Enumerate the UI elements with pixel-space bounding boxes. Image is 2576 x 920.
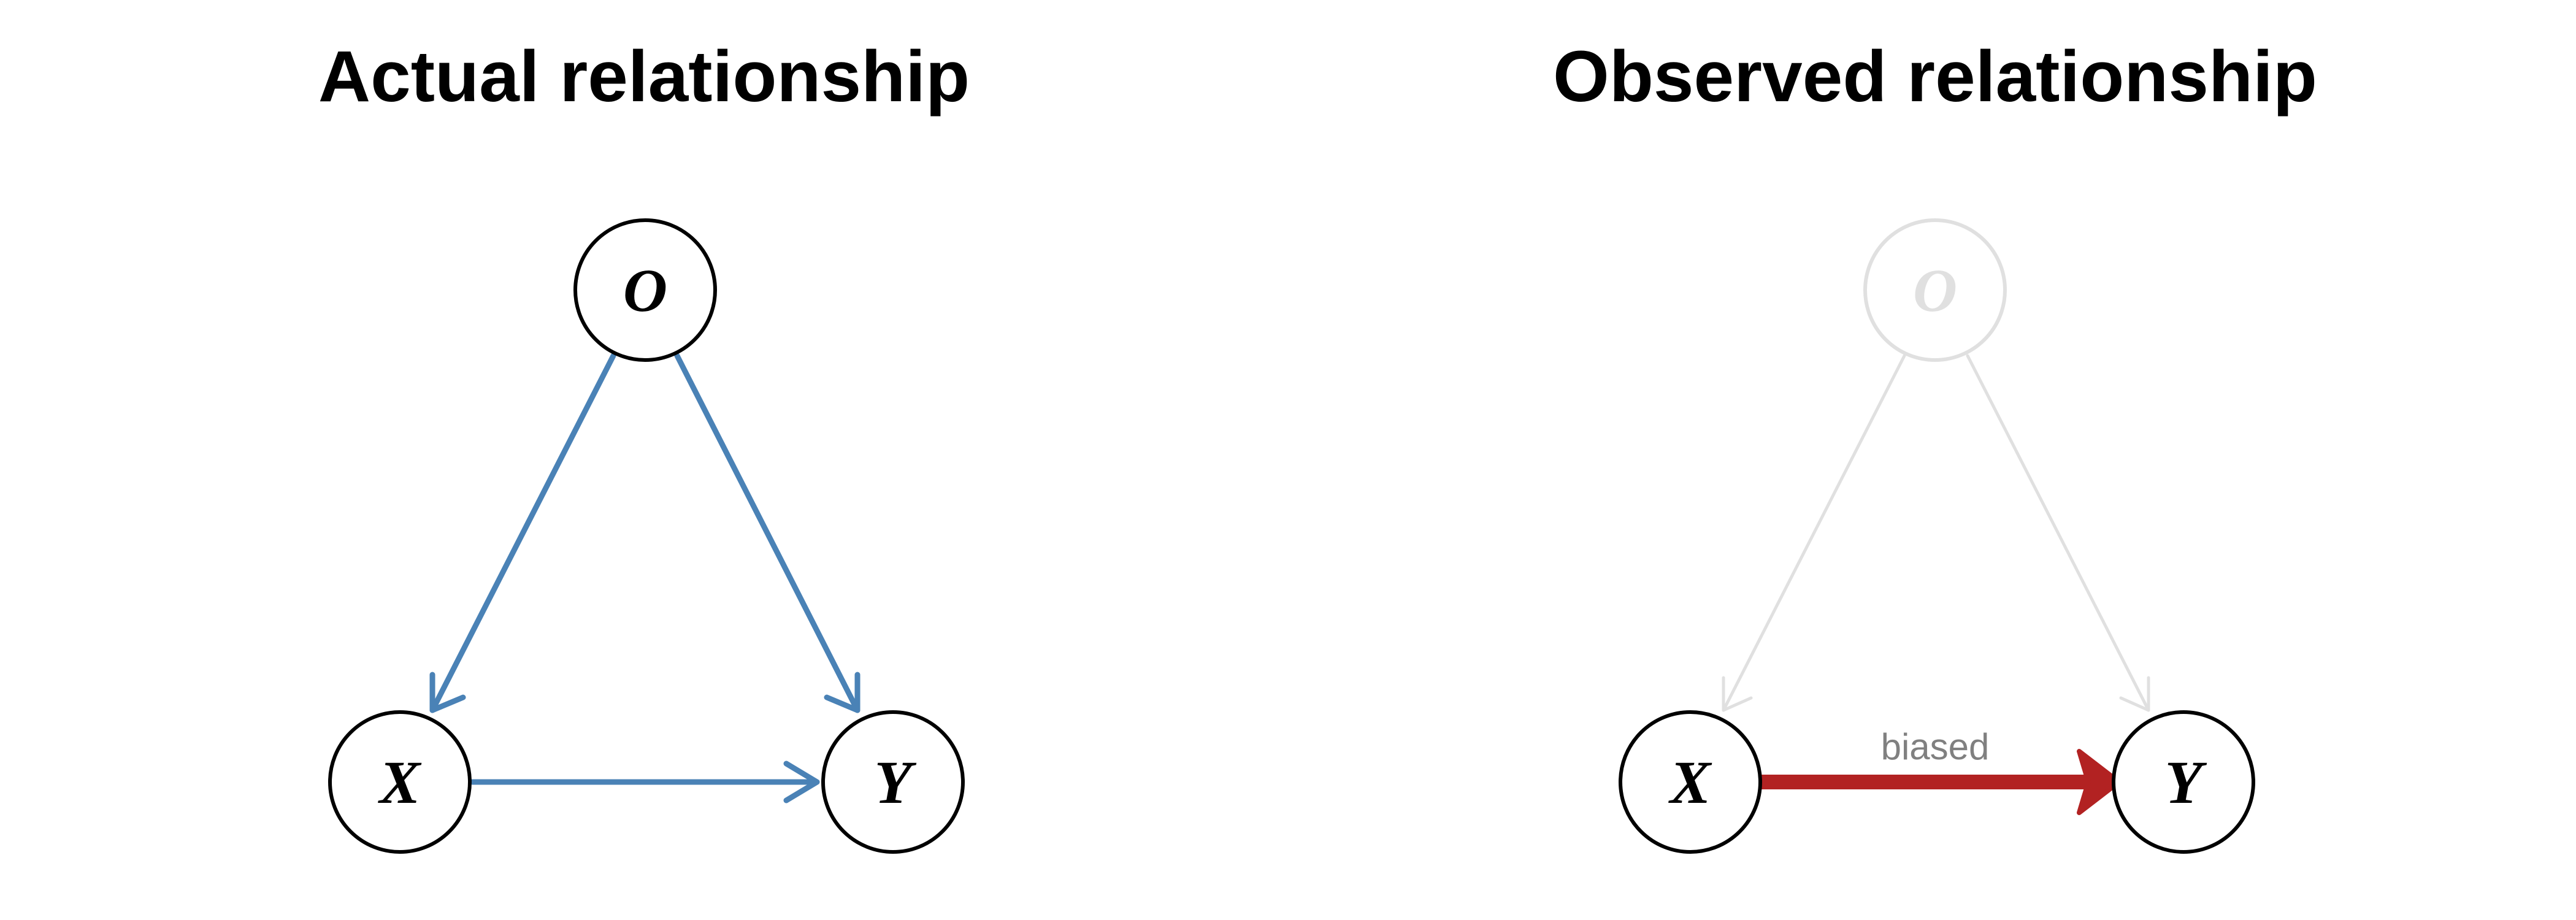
- node-y-observed: Y: [2112, 710, 2255, 854]
- panel-observed: Observed relationship biased O X Y: [1553, 36, 2317, 854]
- edge-x-to-y-biased: [1760, 749, 2122, 815]
- edge-o-to-x-faded: [1722, 354, 1906, 712]
- edge-x-to-y: [469, 761, 820, 803]
- node-x: X: [328, 710, 472, 854]
- node-y: Y: [821, 710, 965, 854]
- node-o-faded-label: O: [1913, 256, 1957, 324]
- node-y-label: Y: [874, 748, 916, 816]
- node-o: O: [573, 218, 717, 362]
- edge-label-biased: biased: [1881, 726, 1990, 767]
- panel-title-actual: Actual relationship: [318, 36, 970, 117]
- node-o-faded: O: [1863, 218, 2007, 362]
- node-x-observed-label: X: [1668, 748, 1712, 816]
- panel-actual: Actual relationship O X Y: [318, 36, 970, 854]
- panel-title-observed: Observed relationship: [1553, 36, 2317, 117]
- node-x-label: X: [378, 748, 422, 816]
- edge-o-to-y: [674, 353, 861, 713]
- node-y-observed-label: Y: [2164, 748, 2207, 816]
- edge-o-to-y-faded: [1966, 354, 2150, 712]
- node-x-observed: X: [1619, 710, 1762, 854]
- node-o-label: O: [623, 256, 667, 324]
- edge-o-to-x: [429, 353, 616, 713]
